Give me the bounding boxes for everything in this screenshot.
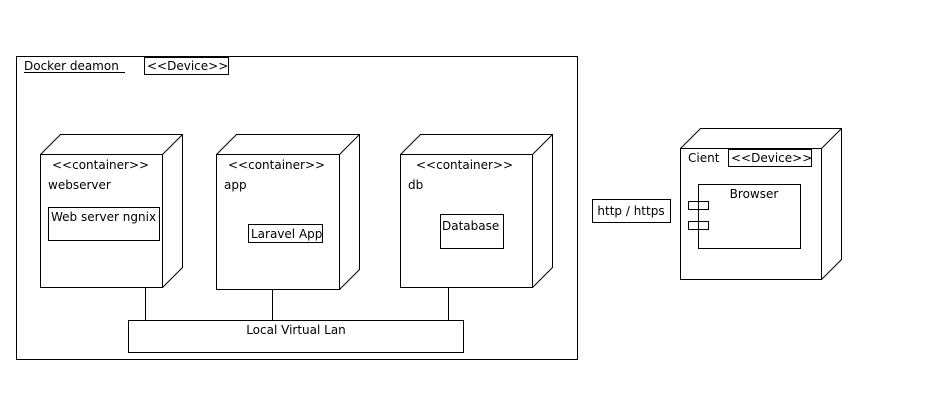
client-title: Cient [688, 151, 720, 165]
docker-stereotype-box [144, 57, 229, 75]
webserver-component-box [48, 207, 160, 241]
webserver-name: webserver [48, 178, 111, 192]
docker-stereotype: <<Device>> [147, 59, 228, 73]
browser-component-box [698, 184, 801, 249]
app-component-label: Laravel App [251, 227, 322, 241]
client-stereotype: <<Device>> [731, 151, 812, 165]
container-node-db [400, 134, 553, 288]
webserver-stereotype: <<container>> [52, 158, 149, 172]
connection-label-box [592, 199, 671, 223]
webserver-component-label: Web server ngnix [51, 210, 156, 224]
client-device-node [680, 128, 842, 280]
docker-device-frame [16, 56, 578, 360]
browser-component-port-bottom [688, 221, 709, 230]
container-node-webserver [40, 134, 183, 288]
client-stereotype-box [728, 149, 812, 167]
app-name: app [224, 178, 247, 192]
browser-component-port-top [688, 201, 709, 210]
browser-label: Browser [730, 187, 779, 201]
db-stereotype: <<container>> [416, 158, 513, 172]
connection-label: http / https [597, 204, 664, 218]
container-node-app [216, 134, 360, 290]
db-component-box [440, 214, 504, 249]
app-stereotype: <<container>> [228, 158, 325, 172]
lan-box [128, 320, 464, 353]
docker-title: Docker deamon [24, 59, 119, 73]
db-component-label: Database [442, 219, 499, 233]
db-name: db [408, 178, 423, 192]
lan-label: Local Virtual Lan [246, 323, 346, 337]
app-component-box [248, 224, 323, 243]
